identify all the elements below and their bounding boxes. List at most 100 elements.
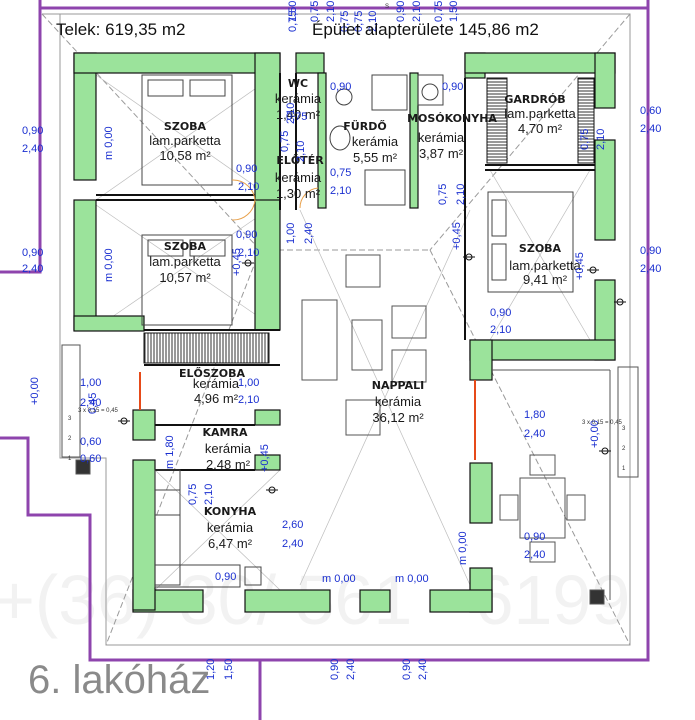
wardrobe-hatch <box>143 332 270 364</box>
room-floor: kerámia <box>375 394 422 409</box>
dim-label: +0,45 <box>574 252 586 280</box>
kitchen-counter <box>154 469 262 588</box>
bath-fixtures <box>329 74 444 206</box>
dim-label: 2,40 <box>282 538 303 550</box>
dim-label: 2,40 <box>524 549 545 561</box>
dim-label: 0,60 <box>80 436 101 448</box>
dim-label: 0,75 <box>437 184 449 205</box>
section-mark: S <box>385 4 389 10</box>
room-name: WC <box>288 77 308 90</box>
walls <box>73 52 616 613</box>
room-floor: lam.parketta <box>149 133 221 148</box>
dim-label: 2,40 <box>22 143 43 155</box>
dim-label: 2,40 <box>22 263 43 275</box>
room-area: 3,87 m² <box>419 146 464 161</box>
room-area: 4,70 m² <box>518 121 563 136</box>
room-name: MOSÓKONYHA <box>407 112 497 125</box>
bed-3 <box>487 191 574 293</box>
dim-label: 1,20 <box>205 659 217 680</box>
dim-label: 2,40 <box>640 263 661 275</box>
dim-label: 0,90 <box>442 81 463 93</box>
room-floor: kerámia <box>275 91 322 106</box>
dim-label: 0,60 <box>80 453 101 465</box>
dim-label: 0,75 <box>279 131 291 152</box>
dim-label: m 0,00 <box>322 573 356 585</box>
dim-label: 2,10 <box>238 247 259 259</box>
room-floor: kerámia <box>275 170 322 185</box>
room-floor: lam.parketta <box>509 258 581 273</box>
closet-hatch-2 <box>577 77 595 164</box>
dim-label: 2,40 <box>80 397 101 409</box>
room-name: ELŐTÉR <box>276 153 324 167</box>
dim-label: +0,45 <box>231 248 243 276</box>
dim-label: 2,10 <box>595 129 607 150</box>
dim-label: 2,40 <box>417 659 429 680</box>
room-floor: kerámia <box>193 376 240 391</box>
dim-label: m 0,00 <box>103 126 115 160</box>
room-area: 9,41 m² <box>523 272 568 287</box>
stair-step: 1 <box>622 466 626 472</box>
dim-label: 1,00 <box>238 377 259 389</box>
vertical-dimension-labels: m 0,00 m 0,00 0,75 0,75 0,75 2,10 0,75 1… <box>29 1 607 680</box>
room-area: 10,57 m² <box>159 270 211 285</box>
lot-area-label: Telek: 619,35 m2 <box>56 20 186 39</box>
room-labels: SZOBA lam.parketta 10,58 m² SZOBA lam.pa… <box>149 77 581 551</box>
dim-label: 2,10 <box>330 185 351 197</box>
dim-label: 0,75 <box>187 484 199 505</box>
dim-label: 1,00 <box>80 377 101 389</box>
dim-label: +0,00 <box>589 420 601 448</box>
stair-step: 3 <box>622 426 626 432</box>
dim-label: 0,75 <box>287 11 299 32</box>
door-swings <box>139 179 476 460</box>
stair-step: 2 <box>68 436 72 442</box>
room-floor: kerámia <box>418 130 465 145</box>
dim-label: 2,10 <box>203 484 215 505</box>
room-area: 1,40 m² <box>276 107 321 122</box>
dim-label: 0,90 <box>236 163 257 175</box>
roof-outline <box>41 13 631 646</box>
dim-label: 1,80 <box>524 409 545 421</box>
stair-symbols: 3 x 0,15 = 0,45 3 x 0,15 = 0,45 1 2 3 1 … <box>68 4 626 472</box>
dim-label: 0,90 <box>236 229 257 241</box>
dim-label: +0,45 <box>259 444 271 472</box>
dim-label: 2,40 <box>640 123 661 135</box>
dim-label: m 0,00 <box>457 531 469 565</box>
stair-note: 3 x 0,15 = 0,45 <box>78 408 119 414</box>
room-name: NAPPALI <box>372 379 424 392</box>
dim-label: 0,90 <box>22 125 43 137</box>
dim-label: 2,10 <box>295 141 307 162</box>
dim-label: 0,60 <box>640 105 661 117</box>
dim-label: 2,10 <box>411 1 423 22</box>
room-name: SZOBA <box>164 240 207 253</box>
room-area: 1,30 m² <box>276 186 321 201</box>
terrace-outline <box>61 344 639 605</box>
dim-label: 2,10 <box>490 324 511 336</box>
room-area: 4,96 m² <box>194 391 239 406</box>
closet-hatch <box>486 77 508 164</box>
level-markers <box>118 253 626 494</box>
dim-label: m 1,80 <box>164 435 176 469</box>
dim-label: 0,45 <box>87 393 99 414</box>
dim-label: 2,40 <box>524 428 545 440</box>
dim-label: +0,00 <box>29 377 41 405</box>
dim-label: 1,50 <box>448 1 460 22</box>
stair-step: 1 <box>68 456 72 462</box>
dimension-labels: 0,90 2,40 0,90 2,10 0,90 0,90 0,75 2,10 … <box>22 81 661 585</box>
room-name: SZOBA <box>519 242 562 255</box>
dim-label: 2,40 <box>345 659 357 680</box>
living-furniture <box>301 254 427 436</box>
property-line <box>0 0 650 720</box>
room-area: 36,12 m² <box>372 410 424 425</box>
dim-label: 0,90 <box>401 659 413 680</box>
room-area: 5,55 m² <box>353 150 398 165</box>
dim-label: 2,10 <box>325 1 337 22</box>
dim-label: 0,75 <box>579 129 591 150</box>
dim-label: 0,75 <box>353 11 365 32</box>
dim-label: +0,45 <box>451 222 463 250</box>
room-name: KAMRA <box>203 426 248 439</box>
dim-label: 0,75 <box>339 11 351 32</box>
room-name: KONYHA <box>204 505 257 518</box>
dim-label: m 0,00 <box>103 248 115 282</box>
stair-step: 3 <box>68 416 72 422</box>
